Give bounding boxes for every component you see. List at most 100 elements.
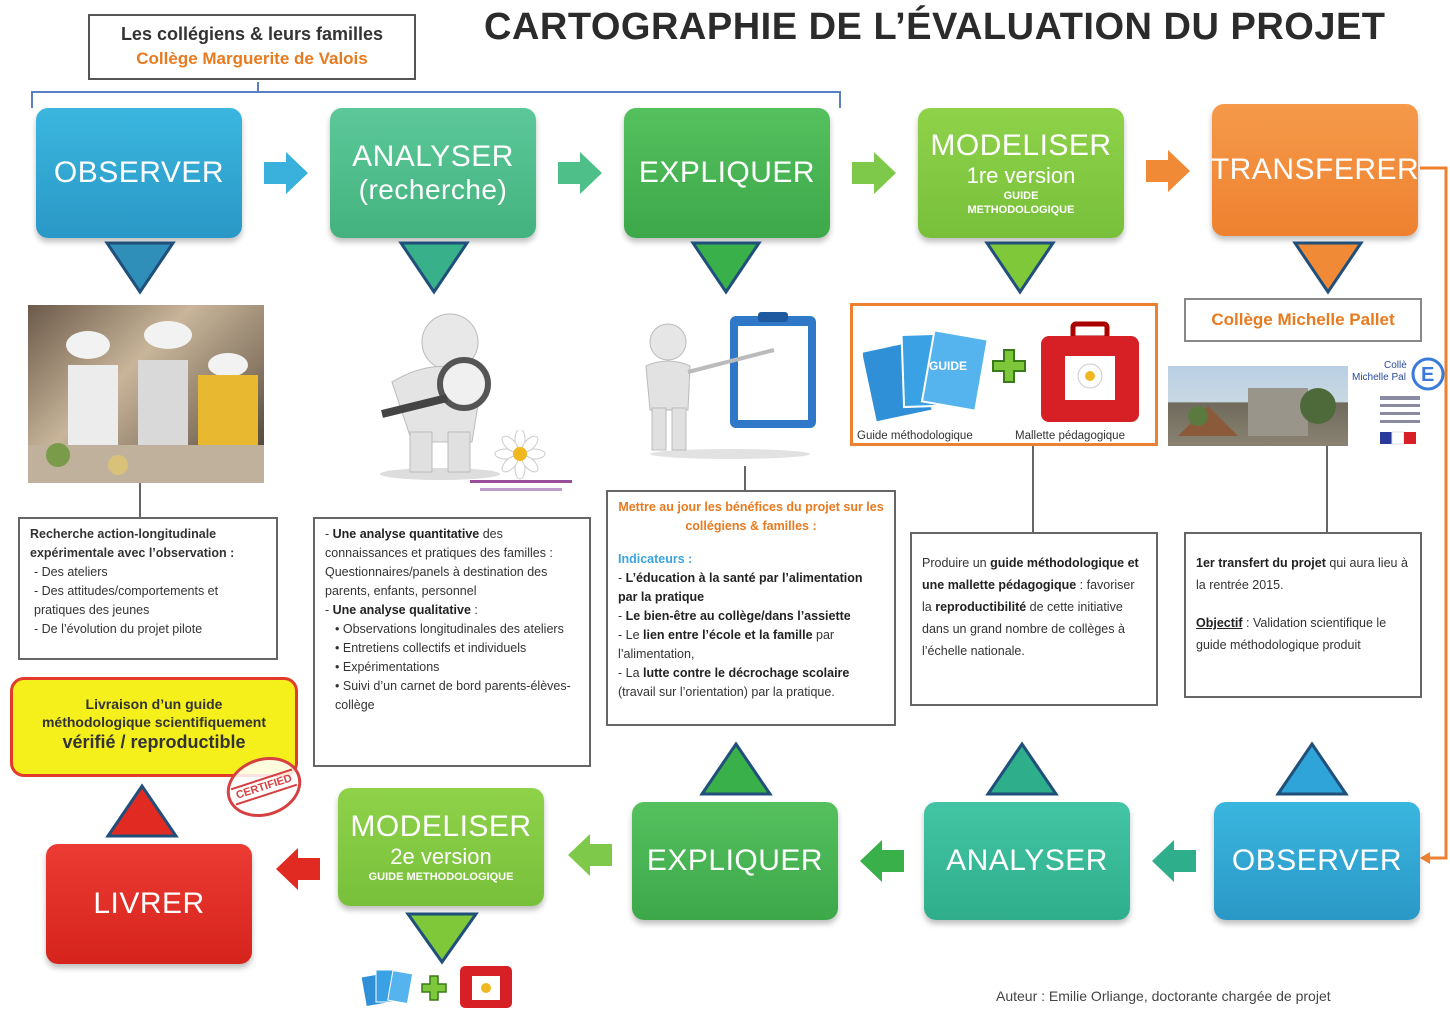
transferer-text: qui aura lieu à la rentrée 2015.	[1196, 556, 1408, 592]
college-pallet-label: Collège Michelle Pallet	[1211, 310, 1395, 329]
livraison-line3: vérifié / reproductible	[62, 732, 246, 752]
stage-label: LIVRER	[93, 887, 205, 920]
expliquer-item3-pre: Le	[625, 628, 644, 642]
analyser-item: Expérimentations	[335, 658, 579, 677]
guide-word: GUIDE	[929, 359, 967, 373]
stage-observer-bottom[interactable]: OBSERVER	[1214, 802, 1420, 920]
svg-text:E: E	[1421, 364, 1434, 386]
expliquer-heading: Mettre au jour les bénéfices du projet s…	[618, 500, 884, 533]
stage-label: TRANSFERER	[1210, 153, 1420, 186]
stage-modeliser-bottom[interactable]: MODELISER 2e version GUIDE METHODOLOGIQU…	[338, 788, 544, 906]
modeliser-text: : favoriser la	[922, 578, 1135, 614]
stage-sub: (recherche)	[358, 174, 508, 205]
transferer-text-box: 1er transfert du projet qui aura lieu à …	[1184, 532, 1422, 698]
transferer-text: : Validation scientifique le guide métho…	[1196, 616, 1387, 652]
stage-label: MODELISER	[930, 129, 1112, 162]
triangle-down-icon	[1292, 241, 1364, 295]
analyser-item: Observations longitudinales des ateliers	[335, 620, 579, 639]
arrow-right-icon	[1146, 150, 1190, 192]
expliquer-item4-bold: lutte contre le décrochage scolaire	[643, 666, 850, 680]
top-note-line2: Collège Marguerite de Valois	[136, 49, 368, 68]
stage-label: ANALYSER	[352, 140, 514, 173]
stage-label: MODELISER	[350, 810, 532, 843]
objectif-label: Objectif	[1196, 616, 1243, 630]
expliquer-item2: Le bien-être au collège/dans l’assiette	[625, 609, 851, 623]
triangle-down-icon	[984, 241, 1056, 295]
stage-label: EXPLIQUER	[646, 844, 824, 877]
observer-item: Des attitudes/comportements et pratiques…	[34, 582, 266, 620]
modeliser-text: Produire un	[922, 556, 991, 570]
modeliser-bold: reproductibilité	[935, 600, 1027, 614]
school-building-photo	[1168, 366, 1348, 446]
arrow-right-icon	[264, 152, 308, 194]
arrow-left-icon	[568, 834, 612, 876]
connector-line	[139, 483, 141, 517]
triangle-up-icon	[105, 783, 179, 838]
svg-text:Michelle Pal: Michelle Pal	[1352, 372, 1406, 383]
flower-logo-icon	[470, 430, 572, 491]
arrow-left-icon	[276, 848, 320, 890]
modeliser-text: de cette initiative dans un grand nombre…	[922, 600, 1125, 658]
certified-text: CERTIFIED	[230, 768, 298, 806]
livraison-line1: Livraison d’un guide	[85, 696, 223, 712]
guide-mallette-small-icon	[360, 966, 512, 1008]
arrow-right-icon	[558, 152, 602, 194]
modeliser-text-box: Produire un guide méthodologique et une …	[910, 532, 1158, 706]
cooking-workshop-photo	[28, 305, 264, 483]
arrow-left-icon	[860, 840, 904, 882]
stage-label: EXPLIQUER	[638, 156, 816, 189]
stage-transferer-top[interactable]: TRANSFERER	[1210, 104, 1420, 236]
observer-text-box: Recherche action-longitudinale expérimen…	[18, 517, 278, 660]
arrow-left-icon	[1152, 840, 1196, 882]
connector-line	[744, 466, 746, 490]
triangle-up-icon	[985, 741, 1059, 796]
triangle-up-icon	[1275, 741, 1349, 796]
analyser-qual-text: :	[470, 603, 478, 617]
top-note-box: Les collégiens & leurs familles Collège …	[88, 14, 416, 80]
expliquer-item4-pre: La	[625, 666, 644, 680]
guide-label: Guide méthodologique	[857, 430, 973, 442]
author-credit: Auteur : Emilie Orliange, doctorante cha…	[996, 988, 1331, 1004]
stage-livrer[interactable]: LIVRER	[46, 844, 252, 964]
analyser-quant-bold: Une analyse quantitative	[332, 527, 480, 541]
stage-expliquer-bottom[interactable]: EXPLIQUER	[632, 802, 838, 920]
mallette-case-icon	[1041, 321, 1139, 422]
bracket-line	[31, 82, 841, 108]
triangle-down-icon	[405, 912, 479, 965]
stage-observer-top[interactable]: OBSERVER	[36, 108, 242, 238]
stage-tiny: GUIDE METHODOLOGIQUE	[368, 871, 514, 883]
stage-modeliser-top[interactable]: MODELISER 1re version GUIDE METHODOLOGIQ…	[918, 108, 1124, 238]
triangle-down-icon	[104, 241, 176, 295]
triangle-down-icon	[398, 241, 470, 295]
magnifier-figure-icon	[380, 313, 500, 480]
analyser-quant-text: des connaissances et pratiques des famil…	[325, 527, 553, 598]
stage-label: OBSERVER	[53, 156, 225, 189]
top-note-line1: Les collégiens & leurs familles	[120, 24, 384, 44]
presenter-figure-icon	[645, 312, 816, 459]
observer-item: Des ateliers	[34, 563, 266, 582]
expliquer-item4-post: (travail sur l’orientation) par la prati…	[618, 685, 835, 699]
arrow-right-icon	[852, 152, 896, 194]
stage-tiny: GUIDE	[1003, 190, 1039, 202]
livraison-line2: méthodologique scientifiquement	[41, 714, 266, 730]
academie-logo-icon: Collè Michelle Pal E	[1352, 357, 1445, 445]
transferer-bold: 1er transfert du projet	[1196, 556, 1326, 570]
stage-analyser-top[interactable]: ANALYSER (recherche)	[330, 108, 536, 238]
expliquer-text-box: Mettre au jour les bénéfices du projet s…	[606, 490, 896, 726]
expliquer-item3-bold: lien entre l’école et la famille	[643, 628, 813, 642]
observer-item: De l’évolution du projet pilote	[34, 620, 266, 639]
stage-sub: 2e version	[390, 844, 492, 869]
plus-icon	[992, 349, 1026, 383]
cooking-scene-icon	[28, 321, 264, 483]
stage-expliquer-top[interactable]: EXPLIQUER	[624, 108, 830, 238]
stage-analyser-bottom[interactable]: ANALYSER	[924, 802, 1130, 920]
stage-sub: 1re version	[966, 163, 1076, 188]
guide-documents-icon: GUIDE	[863, 329, 987, 422]
svg-text:Collè: Collè	[1384, 360, 1407, 371]
analyser-item: Entretiens collectifs et individuels	[335, 639, 579, 658]
stage-label: OBSERVER	[1231, 844, 1403, 877]
connector-line	[1032, 446, 1034, 532]
college-pallet-box: Collège Michelle Pallet	[1184, 298, 1422, 342]
connector-line	[1420, 166, 1448, 864]
triangle-down-icon	[690, 241, 762, 295]
